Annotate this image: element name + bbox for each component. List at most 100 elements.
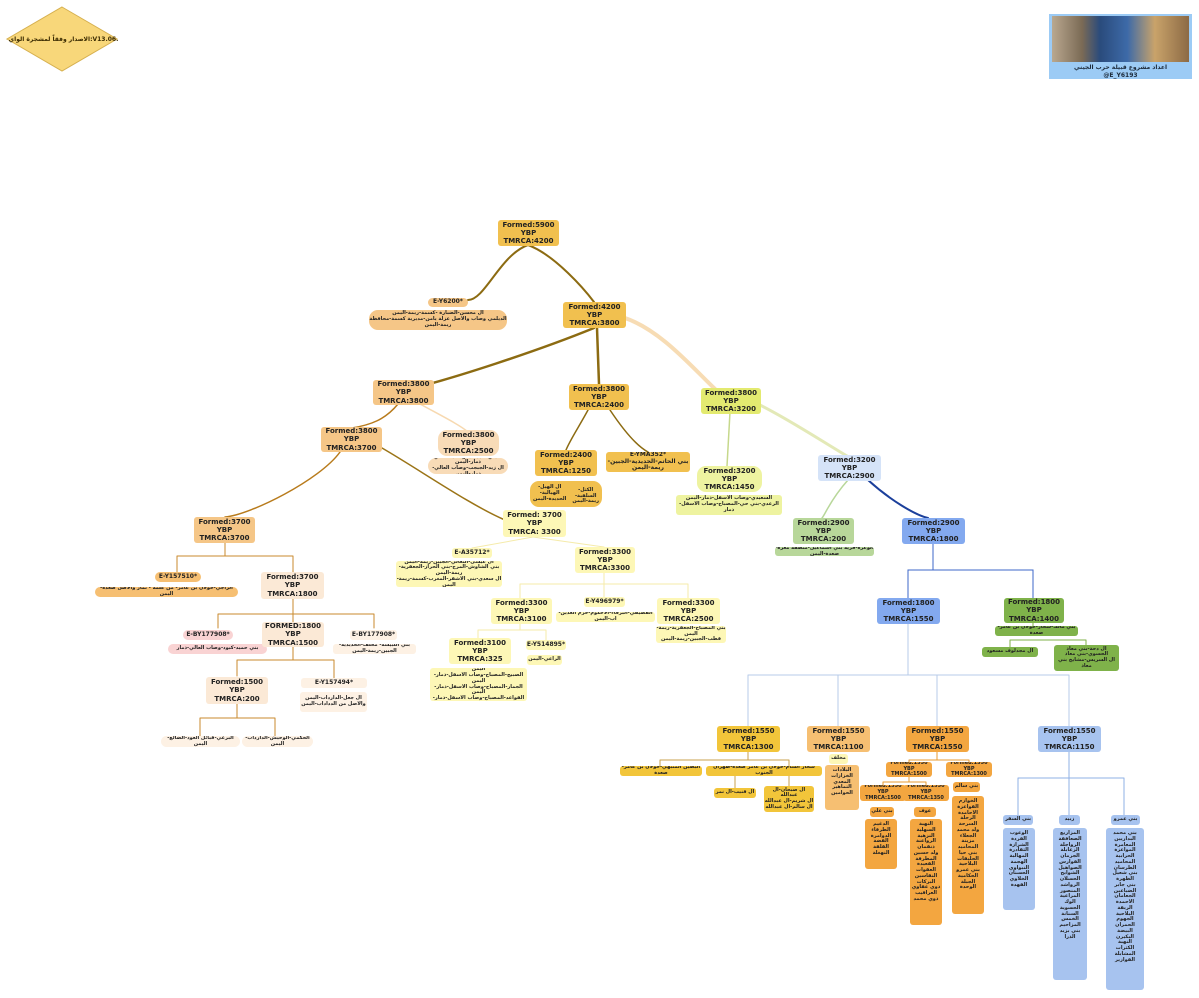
node-e-yma350[interactable]: E-YMA350 Formed:2400 YBP TMRCA:1250 YBP: [535, 450, 597, 476]
link: [471, 536, 534, 549]
node-e-yma352-star[interactable]: E-YMA352* بني الحاتم-الحديدية-الجبين-ريم…: [606, 452, 690, 472]
link: [758, 403, 849, 458]
label-e-ft163350: الثابتي-الجبجب-وصاب العالي-ذمار-اليمن ال…: [428, 458, 508, 474]
link: [217, 598, 375, 629]
node-e-y514895-star[interactable]: E-Y514895*: [526, 640, 566, 650]
link: [726, 411, 731, 467]
label-e-y157510-star: الزاجي-خولان بن عامر- من علمة - ثمار وال…: [95, 587, 238, 597]
link: [477, 622, 547, 641]
link: [747, 622, 1070, 727]
label-e-y496997: بني المصباح-الجعفرية-ريمة-اليمن قطب-الجب…: [656, 626, 726, 643]
link: [565, 409, 589, 451]
version-diamond: الاصدار وفقاً لمشجرة الواي فل:V13.06.00: [6, 6, 118, 72]
node-e-y106723[interactable]: E-Y106723 Formed:1550 YBP TMRCA:1500 YBP: [886, 762, 932, 777]
node-e-y6172[interactable]: E-Y6172 Formed:2900 YBP TMRCA:1800 YBP: [902, 518, 965, 544]
node-e-by157520[interactable]: E-BY157520 Formed:3800 YBP TMRCA:3700 YB…: [321, 427, 382, 452]
project-logo: اعداد مشروع قبيلة حرب الجيني @E_Y6193: [1049, 14, 1192, 79]
node-e-y6200[interactable]: E-Y6200 Formed:5900 YBP TMRCA:4200 YBP: [498, 220, 559, 246]
node-e-yma352[interactable]: E-YMA352 Formed:3800 YBP TMRCA:2400 YBP: [569, 384, 629, 410]
label-e-y514888: المجيرين-المصباح-وصاب الاسفل-ذمار-اليمن …: [430, 668, 527, 701]
list-e-by123215: البلادات الخزازات المعدي التماهير الحوام…: [825, 765, 859, 810]
project-title: اعداد مشروع قبيلة حرب الجيني: [1073, 64, 1168, 71]
link: [224, 451, 341, 518]
label-e-y157453-right: الحكمي-الوحيش-الدارداب-اليمن: [242, 736, 313, 747]
label-e-yma350: ال الهيل-الهيالية-الحديدة-اليمن الكثل-ال…: [530, 481, 602, 507]
label-e-yma208: بني مالك-سحار-خولان بن عامر-صعدة: [995, 626, 1078, 636]
node-e-y6193[interactable]: E-Y6193 Formed:1800 YBP TMRCA:1550 YBP: [877, 598, 940, 624]
list-e-y6966-left: الوعوب الفردة الشرازة الثقادرة المهالبة …: [1003, 828, 1035, 910]
link: [236, 646, 335, 679]
label-e-y157453-left: البرعي-قبائل العود-الضالع-اليمن: [161, 736, 240, 747]
node-e-fgc45210[interactable]: E-FGC45210 Formed:1550 YBP TMRCA:1350 YB…: [903, 785, 949, 801]
list-e-y6966-right: بني محمد البداريين المعامرة المواعزة الح…: [1106, 828, 1144, 990]
node-e-y237386[interactable]: E-Y237386 Formed:1550 YBP TMRCA:1300 YBP: [717, 726, 780, 752]
label-e-by177908-star-left: بني حميد-كبود-وصاب العالي-ذمار: [168, 644, 267, 654]
node-e-by177908-star-right[interactable]: E-BY177908*: [350, 630, 397, 640]
label-e-y237386-a: البطين المنبهي-خولان بن عامر-صعدة: [620, 766, 702, 776]
node-e-y157453[interactable]: E-Y157453 Formed:1500 YBP TMRCA:200 YBP: [206, 677, 268, 704]
link: [532, 536, 605, 548]
project-handle: @E_Y6193: [1103, 72, 1138, 79]
link: [882, 776, 927, 786]
node-e-ft162726[interactable]: E-FT162726 Formed:2900 YBP TMRCA:200 YBP: [793, 518, 854, 544]
node-e-y157494-star[interactable]: E-Y157494*: [301, 678, 367, 688]
link: [1017, 751, 1125, 816]
label-e-a35712-star: ال عيسى-الثعالي-الجبين-ريمة-اليمن بني ال…: [396, 561, 502, 587]
list-e-y167765: الخوازم القواعزة الاحامدة الرحلة السرحة …: [952, 796, 984, 914]
label-e-by177908-star-right: بني اللبيسة- مخلف-الحديدية-الجبين-ريمة-ا…: [333, 644, 416, 654]
link: [527, 244, 595, 303]
label-e-y237386-b: سحار الشام-خولان بن عامر صعدة-ظهران الجن…: [706, 766, 822, 776]
link: [351, 403, 399, 429]
node-e-y157510-star[interactable]: E-Y157510*: [155, 572, 201, 582]
node-e-by123215[interactable]: E-BY123215 Formed:1550 YBP TMRCA:1100 YB…: [807, 726, 870, 752]
link: [1009, 639, 1087, 649]
node-e-y496979[interactable]: E-Y496979 Formed:3300 YBP TMRCA:3300 YBP: [575, 547, 635, 573]
node-e-y514895[interactable]: E-Y514895 Formed:3300 YBP TMRCA:3100 YBP: [491, 598, 552, 624]
node-e-y514888[interactable]: E-Y514888 Formed:3100 YBP TMRCA:325 YBP: [449, 638, 511, 664]
node-e-y6183[interactable]: E-Y6183 Formed:4200 YBP TMRCA:3800 YBP: [563, 302, 626, 328]
node-e-by177908[interactable]: E-BY177908 Formed:3700 YBP TMRCA:1800 YB…: [261, 572, 324, 599]
label-e-yma208-left: ال مجدلوف مسعود: [982, 647, 1038, 657]
link: [867, 479, 929, 519]
label-e-ft162726: الوعرة-قرية بني اسماعيل-منطقة معزة-صعدة-…: [775, 547, 874, 556]
link: [908, 751, 970, 763]
link: [381, 447, 506, 521]
node-e-y217610[interactable]: E-Y217610 Formed:3200 YBP TMRCA:1450 YBP: [697, 466, 762, 492]
node-e-by10557[interactable]: E-BY10557 Formed:1550 YBP TMRCA:1500 YBP: [860, 785, 906, 801]
label-e-y6966-left-group: بني السفر: [1003, 815, 1033, 825]
version-label: الاصدار وفقاً لمشجرة الواي فل:V13.06.00: [6, 35, 118, 43]
label-e-y237386-d: ال صبحان-ال عبدالله ال شريم-ال عبدالله ا…: [764, 786, 814, 812]
link: [623, 316, 717, 391]
label-e-y237386-c: ال قنيب-ال نمر: [714, 788, 756, 798]
label-e-y6966-middle-group: زبيد: [1059, 815, 1080, 825]
node-e-y6200-star[interactable]: E-Y6200*: [428, 298, 468, 307]
node-e-y157494[interactable]: E-Y157494 FORMED:1800 YBP TMRCA:1500 YBP: [262, 622, 324, 647]
node-e-y6966[interactable]: E-Y6966 Formed:1550 YBP TMRCA:1150 YBP: [1038, 726, 1101, 752]
link: [419, 403, 469, 433]
node-e-ft163350[interactable]: E-FT163350 Formed:3800 YBP TMRCA:2500 YB…: [438, 430, 499, 456]
node-e-y496979-star[interactable]: E-Y496979*: [584, 597, 625, 607]
link: [467, 244, 529, 301]
node-e-y167765[interactable]: E-Y167765 Formed:1550 YBP TMRCA:1300 YBP: [946, 762, 992, 777]
label-e-yma350-line2: الكثل-السلفية-ريمة-اليمن: [572, 486, 600, 505]
link: [595, 326, 601, 386]
node-e-f1382[interactable]: E-F1382 Formed:3800 YBP TMRCA:3200 YBP: [701, 388, 761, 414]
list-e-by10557: الدغيم الطرقاء الدوامرة القضة القلقة الن…: [865, 819, 897, 869]
node-e-by177908-star-left[interactable]: E-BY177908*: [183, 630, 233, 640]
label-e-yma350-line1: ال الهيل-الهيالية-الحديدة-اليمن: [533, 484, 567, 502]
node-e-a35712[interactable]: E-A35712 Formed: 3700 YBP TMRCA: 3300 YB…: [503, 510, 566, 537]
node-e-yma208[interactable]: E-YMA208 Formed:1800 YBP TMRCA:1400 YBP: [1004, 598, 1064, 623]
link: [519, 571, 689, 599]
label-e-y6200-star: ال محسن-الضبارة -كسمة-ريمة-اليمن الديلمي…: [369, 310, 507, 330]
node-e-y157463[interactable]: E-Y157463 Formed:3800 YBP TMRCA:3800 YBP: [373, 380, 434, 405]
node-e-y157510[interactable]: E-Y157510 Formed:3700 YBP TMRCA:3700 YBP: [194, 517, 255, 543]
node-e-y496997[interactable]: E-Y496997 Formed:3300 YBP TMRCA:2500 YBP: [657, 598, 720, 624]
node-e-y6180[interactable]: E-Y6180 Formed:3200 YBP TMRCA:2900 YBP: [818, 455, 881, 481]
node-e-y6198[interactable]: E-Y6198 Formed:1550 YBP TMRCA:1550 YBP: [906, 726, 969, 752]
label-e-by123215-group: مخلف: [829, 754, 848, 764]
link: [659, 751, 790, 789]
tribe-project-logo-icon: [1052, 16, 1189, 62]
label-e-y167765-group: بني سالم: [953, 782, 980, 792]
node-e-a35712-star[interactable]: E-A35712*: [452, 548, 492, 558]
link: [199, 703, 276, 737]
